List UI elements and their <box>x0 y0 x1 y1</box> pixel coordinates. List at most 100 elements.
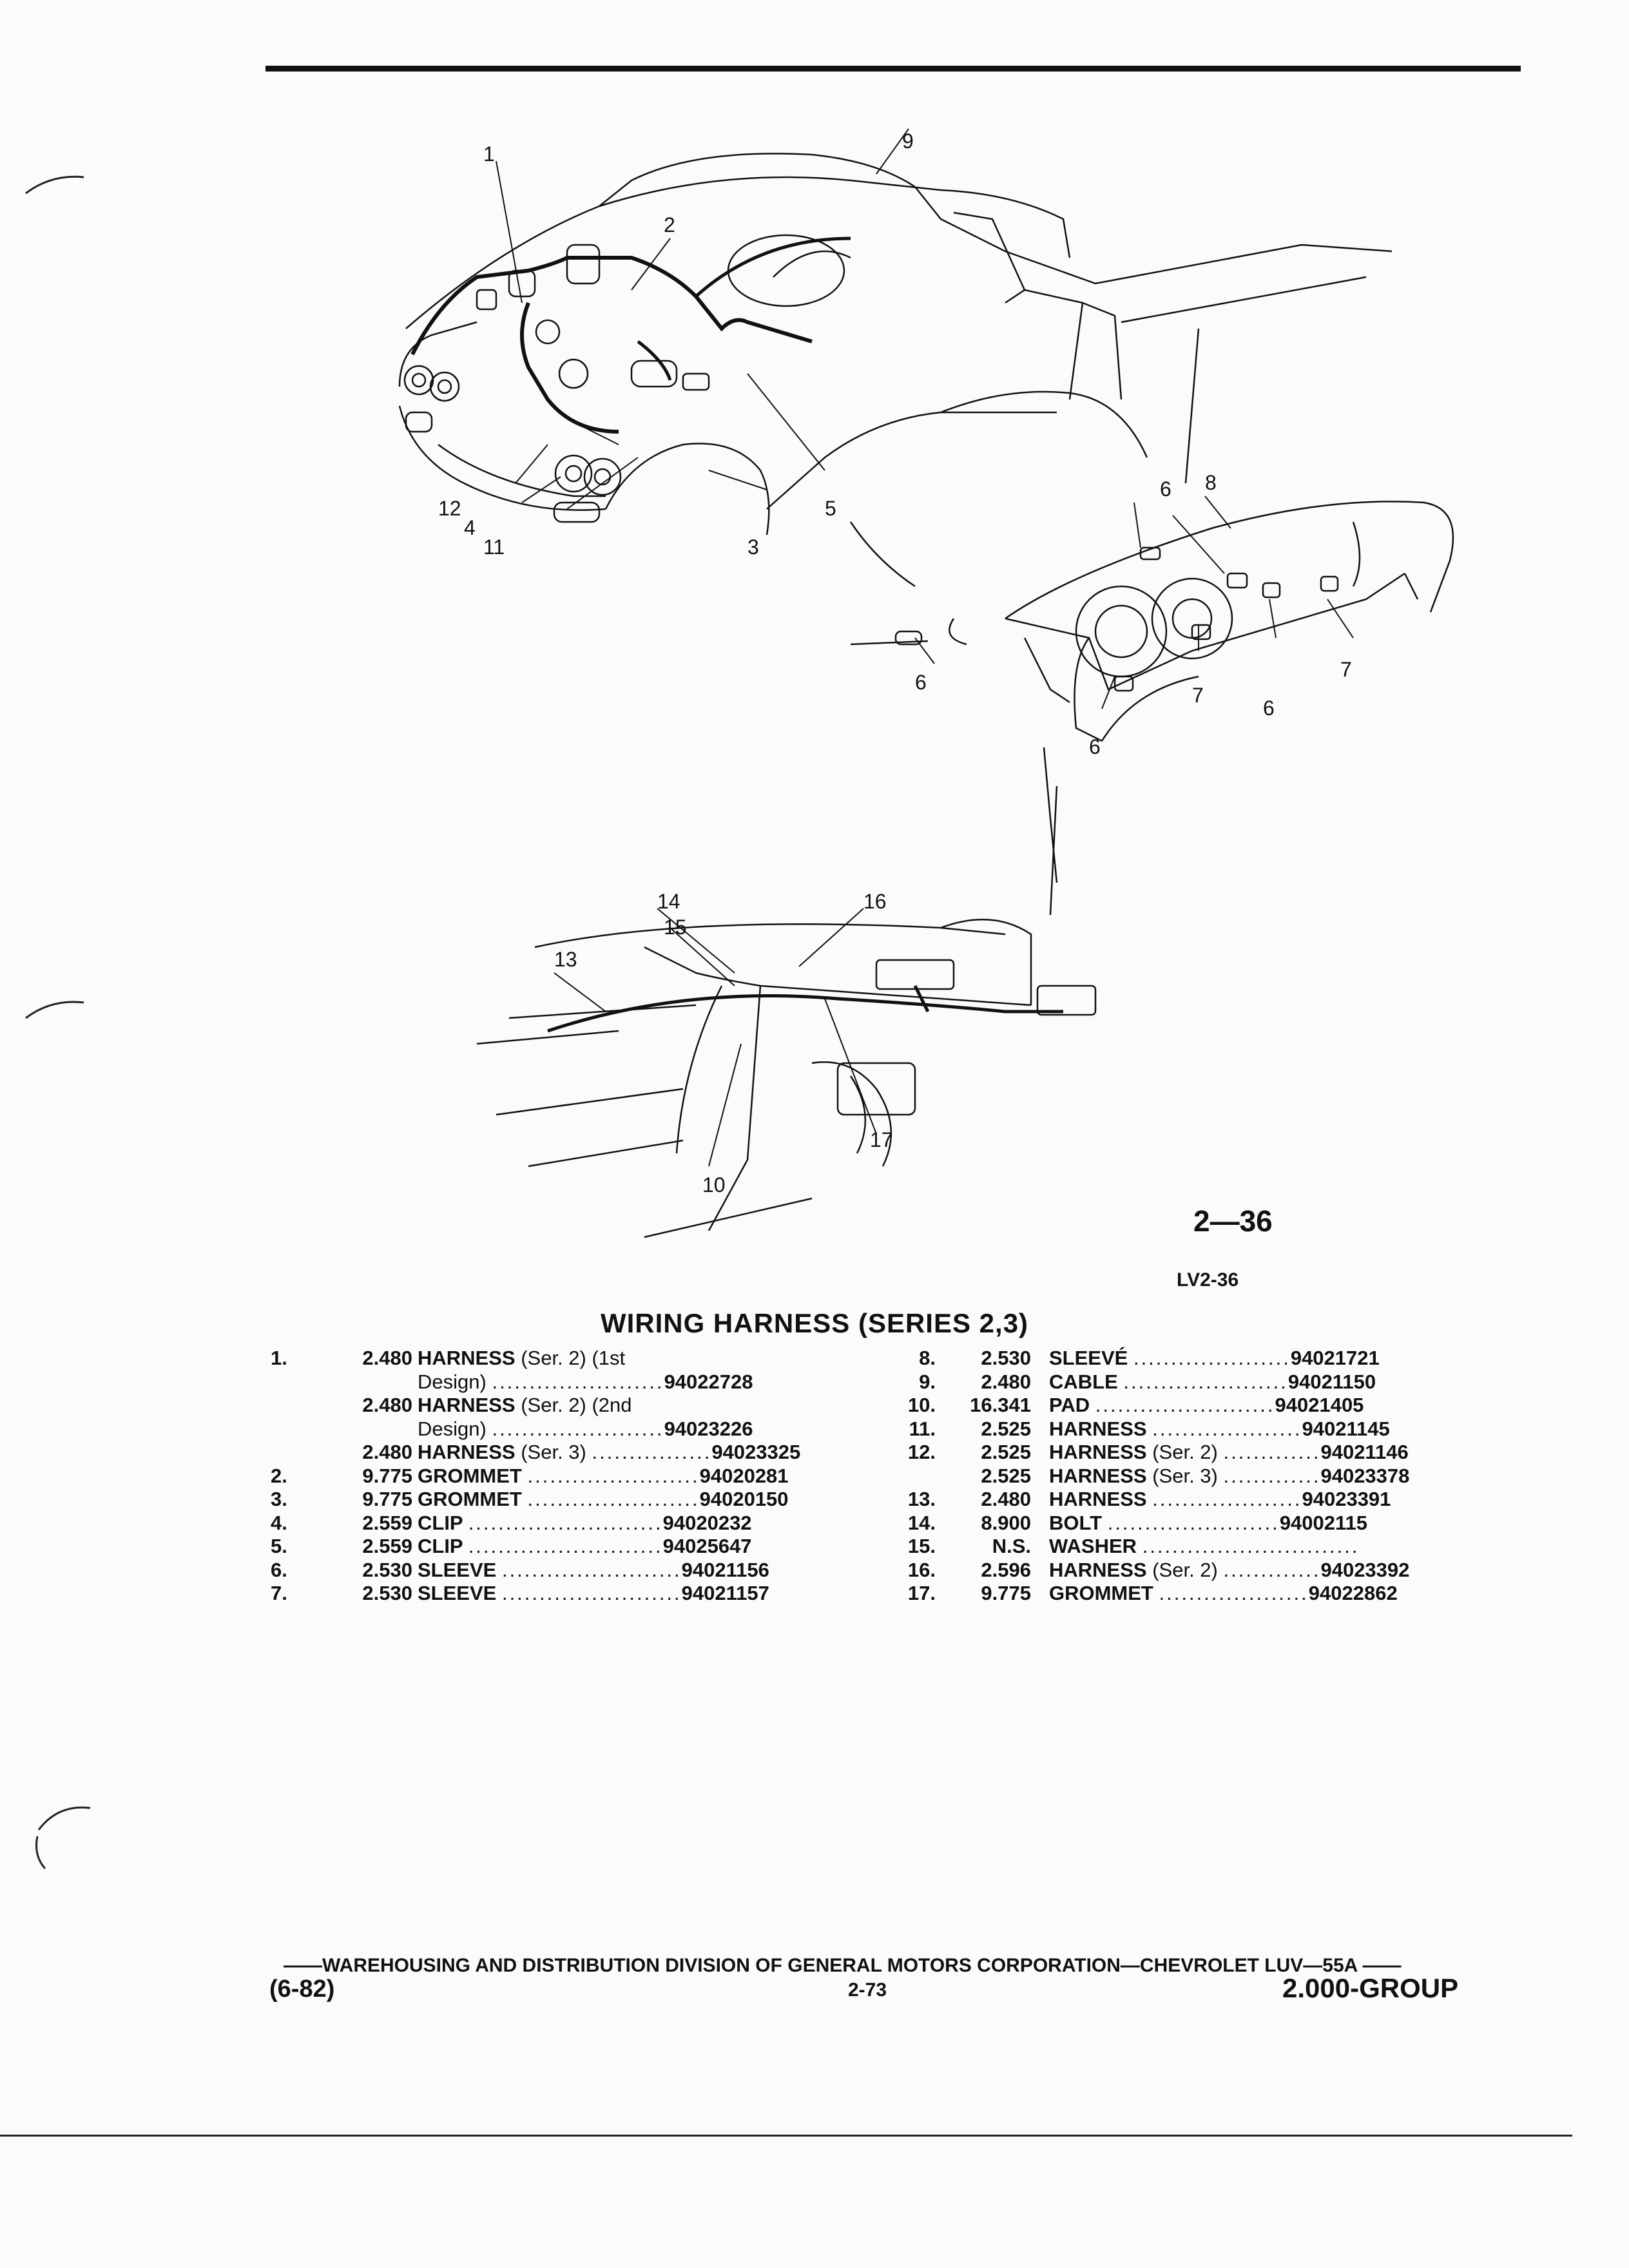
part-qualifier: (Ser. 2) <box>1152 1441 1218 1463</box>
callout-8: 8 <box>1205 471 1217 494</box>
part-name: SLEEVE <box>418 1558 497 1581</box>
leader-dots: ..................... <box>1133 1347 1291 1369</box>
item-number: 11. <box>909 1417 936 1440</box>
group-number: 2.480 <box>362 1394 412 1416</box>
parts-row: 15.N.S.WASHER ..........................… <box>876 1535 1521 1559</box>
part-description: GROMMET ....................94022862 <box>1049 1582 1513 1606</box>
part-name: HARNESS <box>418 1347 516 1369</box>
group-number: N.S. <box>992 1535 1031 1557</box>
leader-dots: ........................ <box>501 1582 682 1604</box>
group-number: 2.480 <box>362 1347 412 1369</box>
part-number: 94020150 <box>699 1488 789 1510</box>
part-number: 94021150 <box>1287 1370 1376 1393</box>
wiring-diagram: 1 2 3 4 5 6 7 8 9 10 11 12 13 14 15 16 1… <box>398 128 1454 1238</box>
callout-11: 11 <box>483 535 505 559</box>
group-number: 8.900 <box>981 1511 1031 1534</box>
leader-dots: ...................... <box>1123 1370 1288 1393</box>
group-number: 2.525 <box>981 1464 1031 1487</box>
part-name: HARNESS <box>1049 1558 1147 1581</box>
leader-dots: ....................... <box>492 1417 664 1440</box>
callout-10: 10 <box>702 1173 726 1196</box>
leader-dots: ....................... <box>492 1370 664 1393</box>
part-description: CLIP ..........................94020232 <box>418 1512 914 1535</box>
parts-row: Design) .......................94022728 <box>271 1370 915 1394</box>
part-name: CLIP <box>418 1511 463 1534</box>
part-number: 94023392 <box>1320 1558 1410 1581</box>
front-truck-illustration <box>398 153 1393 588</box>
group-number: 9.775 <box>981 1582 1031 1604</box>
group-number: 2.596 <box>981 1558 1031 1581</box>
bottom-rule <box>0 2135 1572 2137</box>
part-description: HARNESS ....................94021145 <box>1049 1418 1513 1441</box>
group-number: 2.525 <box>981 1441 1031 1463</box>
callout-14: 14 <box>657 890 680 913</box>
part-description: Design) .......................94023226 <box>418 1418 914 1441</box>
callout-6c: 6 <box>1089 735 1101 758</box>
leader-dots: .................... <box>1159 1582 1309 1604</box>
footer-date: (6-82) <box>269 1975 335 2003</box>
part-name: GROMMET <box>1049 1582 1153 1604</box>
part-name: HARNESS <box>418 1394 516 1416</box>
item-number: 5. <box>271 1535 287 1557</box>
group-number: 2.480 <box>981 1488 1031 1510</box>
callout-2: 2 <box>664 213 675 236</box>
rear-bed-illustration <box>476 785 1097 1238</box>
part-number: 94021146 <box>1320 1441 1409 1463</box>
leader-dots: .................... <box>1152 1417 1302 1440</box>
item-number: 10. <box>907 1394 936 1416</box>
parts-row: 2.525 HARNESS (Ser. 3) .............94023… <box>876 1465 1521 1488</box>
group-number: 2.530 <box>362 1558 412 1581</box>
part-number: 94021145 <box>1302 1417 1390 1440</box>
callout-1: 1 <box>483 142 495 166</box>
callout-15: 15 <box>664 916 687 939</box>
part-description: HARNESS (Ser. 3) .............94023378 <box>1049 1465 1513 1488</box>
part-qualifier: (Ser. 2) (1st <box>521 1347 626 1369</box>
part-name: HARNESS <box>1049 1488 1147 1510</box>
item-number: 13. <box>907 1488 936 1510</box>
item-number: 8. <box>919 1347 936 1369</box>
part-number: 94022862 <box>1308 1582 1398 1604</box>
part-name: PAD <box>1049 1394 1090 1416</box>
parts-row: Design) .......................94023226 <box>271 1418 915 1441</box>
part-name: WASHER <box>1049 1535 1137 1557</box>
section-title: WIRING HARNESS (SERIES 2,3) <box>600 1308 1029 1338</box>
part-name: CABLE <box>1049 1370 1118 1393</box>
part-number: 94025647 <box>662 1535 752 1557</box>
binder-marks <box>25 175 91 1870</box>
part-qualifier: (Ser. 2) (2nd <box>521 1394 632 1416</box>
part-description: SLEEVÉ .....................94021721 <box>1049 1347 1513 1370</box>
part-description: HARNESS (Ser. 2) .............94023392 <box>1049 1559 1513 1582</box>
item-number: 2. <box>271 1464 287 1487</box>
part-name: HARNESS <box>1049 1464 1147 1487</box>
item-number: 6. <box>271 1558 287 1581</box>
group-number: 2.480 <box>981 1370 1031 1393</box>
part-description: GROMMET .......................94020150 <box>418 1488 914 1512</box>
part-name: SLEEVE <box>418 1582 497 1604</box>
part-description: SLEEVE ........................94021157 <box>418 1582 914 1606</box>
group-number: 2.480 <box>362 1441 412 1463</box>
part-number: 94022728 <box>664 1370 753 1393</box>
footer-group: 2.000-GROUP <box>1282 1973 1459 2003</box>
part-name: GROMMET <box>418 1488 522 1510</box>
part-description: WASHER ............................. <box>1049 1535 1513 1559</box>
leader-dots: ............. <box>1223 1441 1321 1463</box>
leader-dots: ............. <box>1223 1464 1321 1487</box>
group-number: 2.530 <box>362 1582 412 1604</box>
parts-row: 2.480 HARNESS (Ser. 2) (2nd <box>271 1394 915 1418</box>
part-description: HARNESS (Ser. 3) ................9402332… <box>418 1441 914 1465</box>
leader-dots: ........................ <box>1095 1394 1275 1416</box>
group-number: 16.341 <box>970 1394 1031 1416</box>
item-number: 14. <box>907 1511 936 1534</box>
part-number: 94021156 <box>681 1558 769 1581</box>
callout-13: 13 <box>554 948 577 971</box>
part-description: HARNESS (Ser. 2) (2nd <box>418 1394 914 1418</box>
leader-dots: ................ <box>592 1441 712 1463</box>
